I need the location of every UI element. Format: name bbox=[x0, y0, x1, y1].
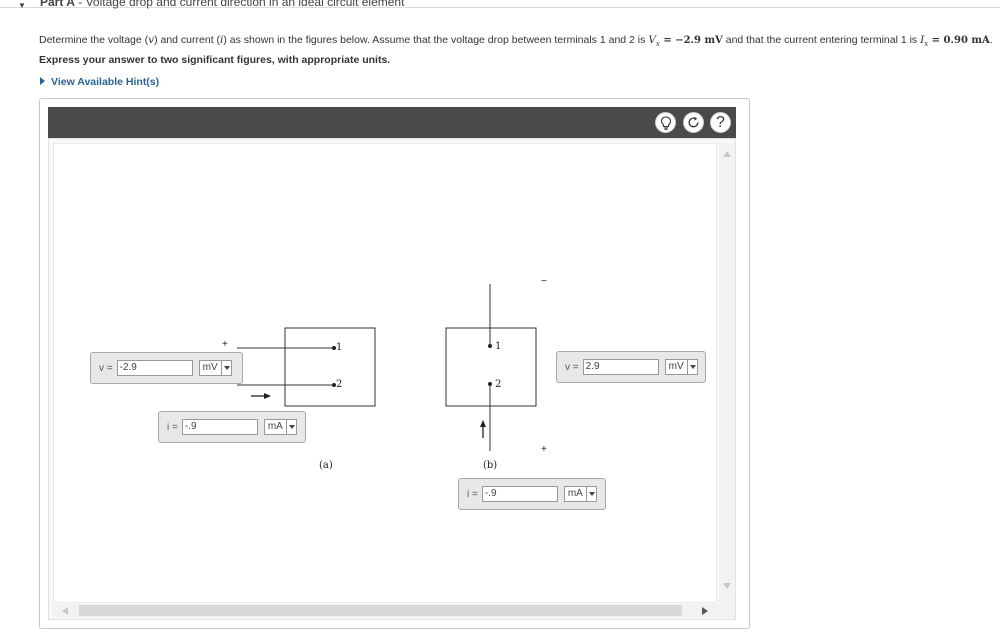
figure-a-current-unit-select[interactable]: mA bbox=[263, 419, 297, 435]
reset-icon bbox=[688, 116, 699, 128]
scroll-down-icon[interactable] bbox=[723, 583, 731, 589]
view-hints-link[interactable]: View Available Hint(s) bbox=[40, 76, 159, 88]
current-unit: mA bbox=[267, 421, 283, 432]
current-label: i = bbox=[467, 488, 478, 500]
scroll-right-icon[interactable] bbox=[702, 607, 708, 615]
hint-button[interactable] bbox=[655, 112, 676, 133]
current-unit: mA bbox=[567, 488, 583, 499]
figure-b-voltage-unit-select[interactable]: mV bbox=[664, 359, 698, 375]
part-title: Part A - Voltage drop and current direct… bbox=[40, 0, 404, 9]
dropdown-arrow-icon bbox=[220, 361, 231, 375]
dropdown-arrow-icon bbox=[686, 360, 697, 374]
figure-a-caption: (a) bbox=[319, 460, 333, 471]
scrollbar-thumb[interactable] bbox=[79, 605, 682, 616]
expand-triangle-icon bbox=[40, 77, 45, 85]
vertical-scrollbar[interactable] bbox=[719, 143, 734, 603]
part-header[interactable]: ▼ Part A - Voltage drop and current dire… bbox=[0, 0, 1000, 14]
help-button[interactable]: ? bbox=[710, 112, 731, 133]
voltage-unit: mV bbox=[668, 361, 684, 372]
figure-a-current-answer: i = -.9 mA bbox=[158, 411, 306, 443]
horizontal-scrollbar[interactable] bbox=[53, 604, 734, 618]
figure-a-plus-sign: + bbox=[222, 339, 228, 350]
figure-a-voltage-answer: v = -2.9 mV bbox=[90, 352, 243, 384]
dropdown-arrow-icon bbox=[285, 420, 296, 434]
figure-a-terminal-2: 2 bbox=[336, 379, 343, 390]
figure-b-current-unit-select[interactable]: mA bbox=[563, 486, 597, 502]
figure-a-current-input[interactable]: -.9 bbox=[181, 419, 258, 435]
figure-b-terminal-2: 2 bbox=[495, 379, 502, 390]
reset-button[interactable] bbox=[683, 112, 704, 133]
figure-b-caption: (b) bbox=[483, 460, 498, 471]
figure-a-terminal-1: 1 bbox=[336, 342, 343, 353]
answer-instruction: Express your answer to two significant f… bbox=[39, 54, 391, 66]
view-hints-label: View Available Hint(s) bbox=[51, 76, 160, 88]
question-text: Determine the voltage (v) and current (i… bbox=[39, 34, 993, 49]
lightbulb-icon bbox=[660, 115, 671, 130]
voltage-unit: mV bbox=[202, 362, 218, 373]
scroll-left-icon[interactable] bbox=[62, 607, 68, 615]
dropdown-arrow-icon bbox=[585, 487, 596, 501]
scroll-up-icon[interactable] bbox=[723, 151, 731, 157]
header-divider bbox=[0, 7, 1000, 8]
part-label: Part A bbox=[40, 0, 75, 9]
figure-b-voltage-answer: v = 2.9 mV bbox=[556, 351, 706, 383]
voltage-label: v = bbox=[565, 361, 579, 373]
figure-b-terminal-1: 1 bbox=[495, 341, 502, 352]
figure-a-voltage-unit-select[interactable]: mV bbox=[198, 360, 232, 376]
figure-b-current-answer: i = -.9 mA bbox=[458, 478, 606, 510]
figure-b-voltage-input[interactable]: 2.9 bbox=[582, 359, 659, 375]
figure-b-current-input[interactable]: -.9 bbox=[481, 486, 558, 502]
part-title-text: Voltage drop and current direction in an… bbox=[85, 0, 405, 9]
figure-b-plus-sign: + bbox=[541, 444, 547, 455]
help-icon: ? bbox=[716, 113, 725, 131]
figure-a-voltage-input[interactable]: -2.9 bbox=[116, 360, 193, 376]
collapse-caret-icon[interactable]: ▼ bbox=[18, 1, 26, 10]
voltage-label: v = bbox=[99, 362, 113, 374]
current-label: i = bbox=[167, 421, 178, 433]
figure-b-minus-sign: − bbox=[541, 276, 547, 287]
tool-toolbar: ? bbox=[48, 107, 736, 138]
